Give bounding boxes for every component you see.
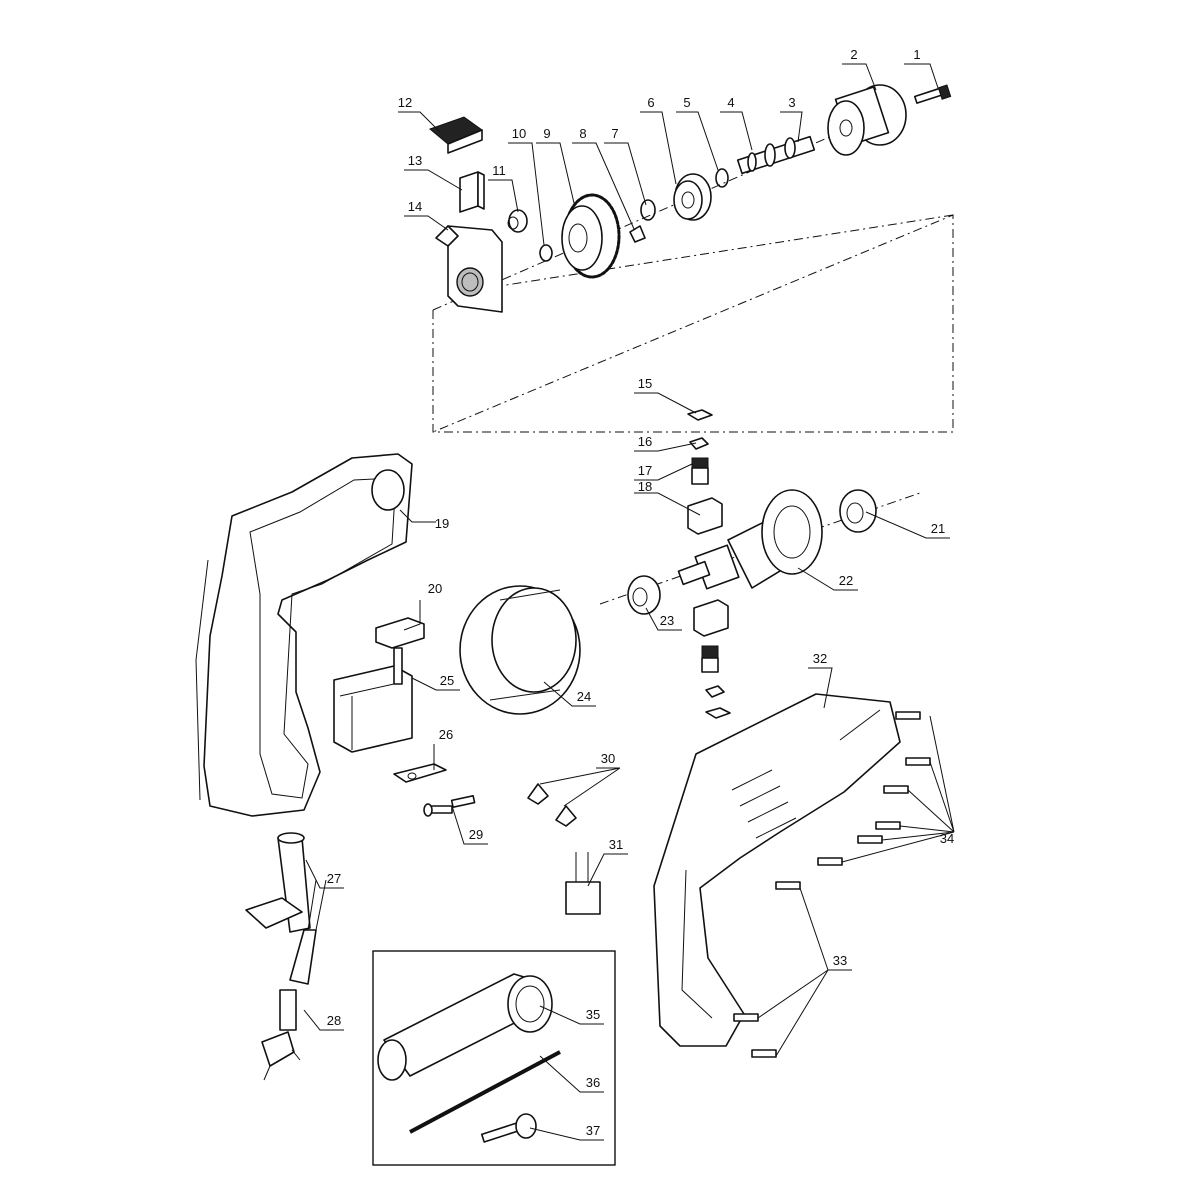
part-label-15: 15 [638, 376, 652, 391]
part-35-auxiliary-handle [377, 973, 553, 1081]
part-28-power-cord [261, 879, 327, 1081]
part-24-field-stator [459, 585, 581, 715]
part-label-17: 17 [638, 463, 652, 478]
part-label-23: 23 [660, 613, 674, 628]
part-2-drill-chuck [827, 84, 907, 156]
part-label-16: 16 [638, 434, 652, 449]
part-label-25: 25 [440, 673, 454, 688]
part-label-10: 10 [512, 126, 526, 141]
part-labels: 1 2 3 4 5 6 7 8 9 10 11 12 13 14 15 16 1… [327, 47, 954, 1138]
part-9-gear [561, 193, 621, 279]
part-31-capacitor [565, 852, 601, 915]
part-label-21: 21 [931, 521, 945, 536]
part-26-cable-clamp [393, 763, 447, 783]
part-22-armature [677, 489, 823, 590]
part-label-1: 1 [913, 47, 920, 62]
part-7-retaining-ring [640, 199, 656, 221]
part-label-2: 2 [850, 47, 857, 62]
part-label-14: 14 [408, 199, 422, 214]
part-12-slider [429, 116, 484, 154]
part-30-terminals [527, 783, 577, 827]
part-label-34: 34 [940, 831, 954, 846]
part-label-5: 5 [683, 95, 690, 110]
leader-lines [303, 63, 955, 1141]
part-label-26: 26 [439, 727, 453, 742]
part-6-ball-bearing [673, 173, 712, 221]
part-1-chuck-screw [913, 84, 952, 104]
part-label-20: 20 [428, 581, 442, 596]
part-label-19: 19 [435, 516, 449, 531]
part-27-cable-sleeve [245, 832, 311, 933]
part-label-29: 29 [469, 827, 483, 842]
part-label-7: 7 [611, 126, 618, 141]
part-label-13: 13 [408, 153, 422, 168]
part-33-screws [733, 881, 801, 1058]
part-label-36: 36 [586, 1075, 600, 1090]
part-label-18: 18 [638, 479, 652, 494]
part-label-4: 4 [727, 95, 734, 110]
part-label-8: 8 [579, 126, 586, 141]
part-8-key [629, 225, 646, 243]
part-10-washer [539, 244, 553, 262]
part-34-screws [817, 711, 931, 866]
accessories-inset-frame [372, 950, 616, 1166]
part-19-housing-half [195, 453, 413, 817]
part-13-spring-plate [459, 171, 485, 213]
part-label-9: 9 [543, 126, 550, 141]
part-label-3: 3 [788, 95, 795, 110]
part-36-depth-rod [409, 1050, 561, 1134]
part-label-35: 35 [586, 1007, 600, 1022]
part-label-28: 28 [327, 1013, 341, 1028]
part-label-24: 24 [577, 689, 591, 704]
part-23-front-bearing [627, 575, 661, 615]
assembly-axis-line [432, 127, 954, 605]
part-label-37: 37 [586, 1123, 600, 1138]
part-label-11: 11 [492, 163, 506, 178]
part-label-12: 12 [398, 95, 412, 110]
part-label-27: 27 [327, 871, 341, 886]
part-label-22: 22 [839, 573, 853, 588]
part-14-gear-housing [435, 225, 503, 313]
part-29-screws [423, 794, 476, 817]
part-3-4-spindle [736, 135, 816, 175]
part-brush-holder-bottom [693, 599, 731, 719]
part-11-bushing [507, 209, 528, 233]
part-21-rear-bearing [839, 489, 877, 533]
part-label-32: 32 [813, 651, 827, 666]
part-37-chuck-key [480, 1113, 537, 1143]
part-label-31: 31 [609, 837, 623, 852]
part-25-trigger-switch [333, 647, 413, 753]
part-20-switch-button [375, 617, 425, 649]
part-label-30: 30 [601, 751, 615, 766]
part-15-18-brush-holder-top [687, 409, 723, 535]
part-32-housing-assembled [653, 693, 901, 1047]
part-5-circlip [715, 168, 729, 188]
part-label-33: 33 [833, 953, 847, 968]
part-label-6: 6 [647, 95, 654, 110]
